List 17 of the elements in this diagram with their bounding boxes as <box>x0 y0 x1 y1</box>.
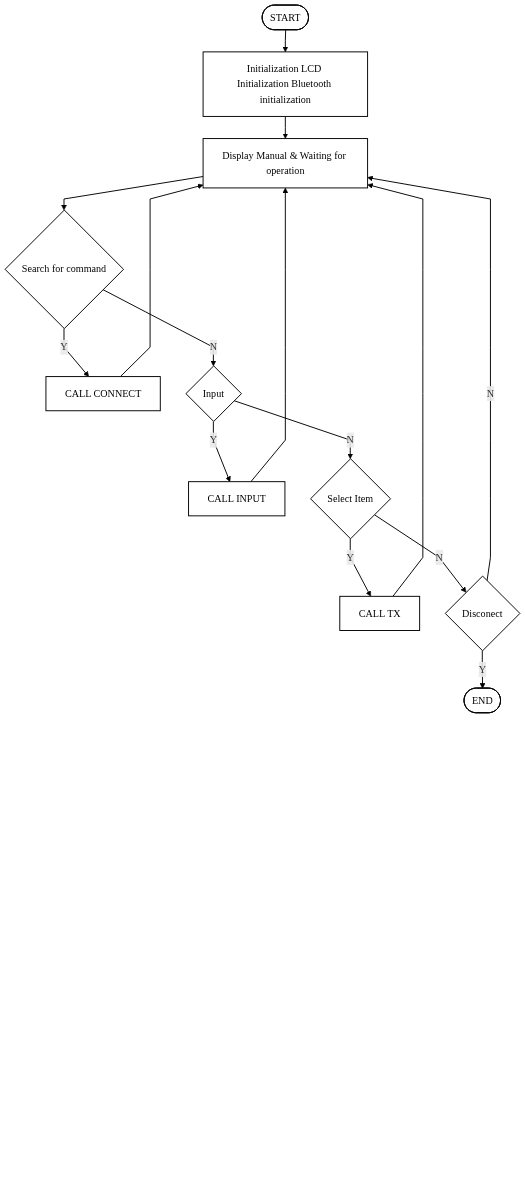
edge-label: N <box>209 341 218 353</box>
node-box: CALL TX <box>339 595 421 631</box>
node-diamond: Select Item <box>310 458 392 540</box>
edge-label: N <box>346 434 354 446</box>
node-diamond: Disconect <box>444 575 521 652</box>
edge-label: Y <box>478 663 486 675</box>
edge-label: Y <box>60 341 68 353</box>
edge-label: Y <box>346 551 354 563</box>
node-diamond: Search for command <box>4 209 125 330</box>
edge-label: Y <box>209 434 218 446</box>
edge-label: N <box>486 387 495 399</box>
edge-label: N <box>435 551 443 563</box>
node-box: CALL CONNECT <box>45 376 161 412</box>
node-diamond: Input <box>185 365 242 422</box>
node-box: Initialization LCD Initialization Bluetooth initialization <box>202 51 369 117</box>
node-box: Display Manual & Waiting for operation <box>202 138 369 189</box>
node-box: CALL INPUT <box>188 481 286 517</box>
